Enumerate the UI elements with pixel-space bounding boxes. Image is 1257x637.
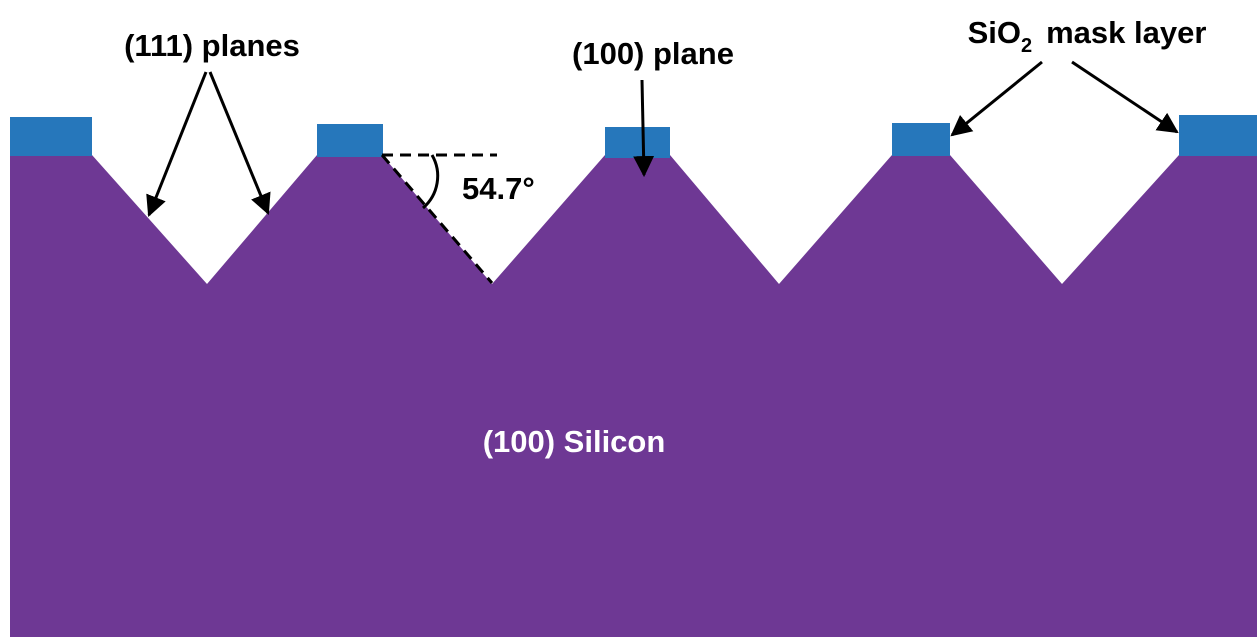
- oxide-mask-segment: [892, 123, 950, 156]
- arrow-mask-left: [950, 60, 1043, 137]
- arrow-mask-right: [1071, 60, 1179, 134]
- angle-arc: [421, 154, 440, 210]
- oxide-mask-segment: [10, 117, 92, 156]
- silicon-substrate: [10, 155, 1257, 637]
- oxide-mask-segment: [317, 124, 383, 157]
- angle-reference-sidewall: [380, 154, 494, 284]
- arrow-111-left: [146, 71, 208, 217]
- oxide-mask-segment: [605, 127, 670, 158]
- label-111-planes: (111) planes: [124, 28, 300, 63]
- oxide-mask-segment: [1179, 115, 1257, 156]
- arrow-111-right: [208, 71, 271, 215]
- arrow-100-plane: [633, 79, 655, 178]
- label-100-plane: (100) plane: [572, 36, 734, 71]
- label-angle: 54.7°: [462, 171, 535, 206]
- label-silicon-substrate: (100) Silicon: [483, 424, 666, 459]
